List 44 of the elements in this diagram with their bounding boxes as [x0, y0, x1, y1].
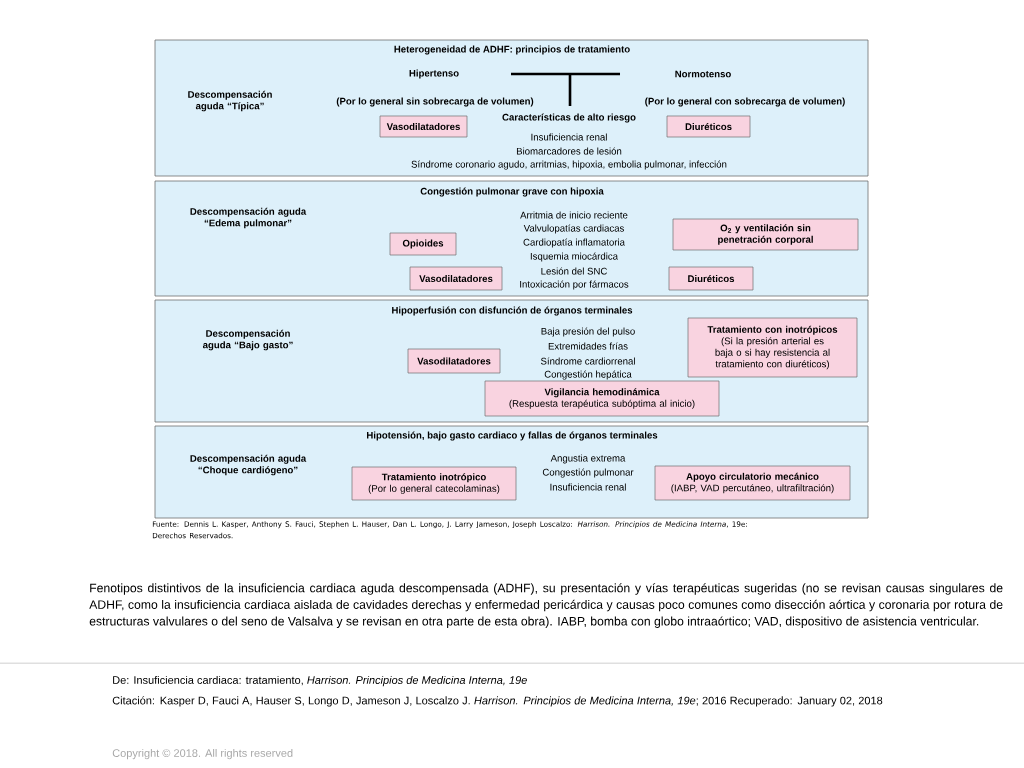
treatment-box: O$_{2}$ y ventilación sin penetración corporal	[672, 218, 859, 251]
panel-heading: Hipotensión, bajo gasto cardiaco y fallas de órganos terminales	[367, 431, 658, 441]
panel-heading: Hipoperfusión con disfunción de órganos terminales	[392, 306, 633, 316]
list-item: Angustia extrema	[550, 454, 626, 464]
diagram-title: Heterogeneidad de ADHF: principios de tratamiento	[394, 45, 630, 55]
list-item: Biomarcadores de lesión	[516, 147, 622, 155]
list-item: Congestión pulmonar	[542, 468, 634, 478]
list-item: Congestión hepática	[544, 370, 632, 380]
treatment-box: Vigilancia hemodinámica (Respuesta terapéutica subóptima al inicio)	[484, 380, 720, 417]
list-item: Extremidades frías	[548, 342, 628, 350]
treatment-box: Diuréticos	[666, 115, 751, 138]
list-item: Valvulopatías cardiacas	[523, 224, 624, 234]
phenotype-label: Descompensación aguda “Típica”	[188, 90, 272, 112]
treatment-box: Tratamiento inotrópico (Por lo general catecolaminas)	[351, 466, 517, 501]
list-item: Síndrome coronario agudo, arritmias, hipoxia, embolia pulmonar, infección	[411, 160, 727, 170]
list-item: Intoxicación por fármacos	[520, 280, 629, 290]
citation: Citación: Kasper D, Fauci A, Hauser S, Longo D, Jameson J, Loscalzo J. Harrison. Principios de Medicina Interna, 19e; 2016 Recuperado: January 02, 2018	[112, 696, 883, 707]
list-item: Síndrome cardiorrenal	[540, 357, 635, 365]
list-item: Insuficiencia renal	[531, 133, 607, 141]
treatment-box: Vasodilatadores	[407, 348, 501, 374]
panel-heading: Congestión pulmonar grave con hipoxia	[420, 187, 604, 197]
treatment-box: Tratamiento con inotrópicos (Si la presión arterial es baja o si hay resistencia al tratamiento con diuréticos)	[687, 317, 858, 378]
text-label: Hipertenso	[409, 69, 459, 79]
text-label: (Por lo general sin sobrecarga de volumen)	[336, 97, 534, 107]
list-item: Lesión del SNC	[541, 267, 607, 275]
treatment-box: Apoyo circulatorio mecánico (IABP, VAD percutáneo, ultrafiltración)	[654, 465, 851, 501]
phenotype-label: Descompensación aguda “Bajo gasto”	[202, 329, 293, 351]
phenotype-label: Descompensación aguda “Choque cardiógeno”	[190, 454, 307, 476]
list-item: Insuficiencia renal	[550, 483, 626, 491]
treatment-box: Diuréticos	[668, 266, 754, 291]
phenotype-label: Descompensación aguda “Edema pulmonar”	[190, 207, 307, 229]
treatment-box: Vasodilatadores	[409, 266, 503, 291]
list-item: Arritmia de inicio reciente	[520, 211, 628, 219]
treatment-box: Vasodilatadores	[379, 115, 468, 138]
list-item: Baja presión del pulso	[541, 327, 635, 337]
list-item: Cardiopatía inflamatoria	[523, 238, 625, 248]
copyright-note: Copyright © 2018. All rights reserved	[112, 748, 293, 760]
text-label: Normotenso	[675, 70, 731, 78]
text-label: Características de alto riesgo	[502, 113, 636, 123]
caption: Fenotipos distintivos de la insuficiencia cardiaca aguda descompensada (ADHF), su presentación y vías terapéuticas sugeridas (no se revisan causas singulares de ADHF, como la insuficiencia cardiaca aislada de cavidades derechas y enfermedad pericárdica y causas poco comunes como disección aórtica y coronaria por rotura de estructuras valvulares o del seno de Valsalva y se revisan en otra parte de esta obra). IABP, bomba con globo intraaórtico; VAD, dispositivo de asistencia ventricular.	[89, 583, 1003, 628]
text-label: (Por lo general con sobrecarga de volumen)	[645, 97, 845, 107]
list-item: Isquemia miocárdica	[530, 252, 618, 262]
treatment-box: Opioides	[389, 232, 457, 256]
reference-line: De: Insuficiencia cardiaca: tratamiento, Harrison. Principios de Medicina Interna, 19e	[113, 675, 527, 687]
